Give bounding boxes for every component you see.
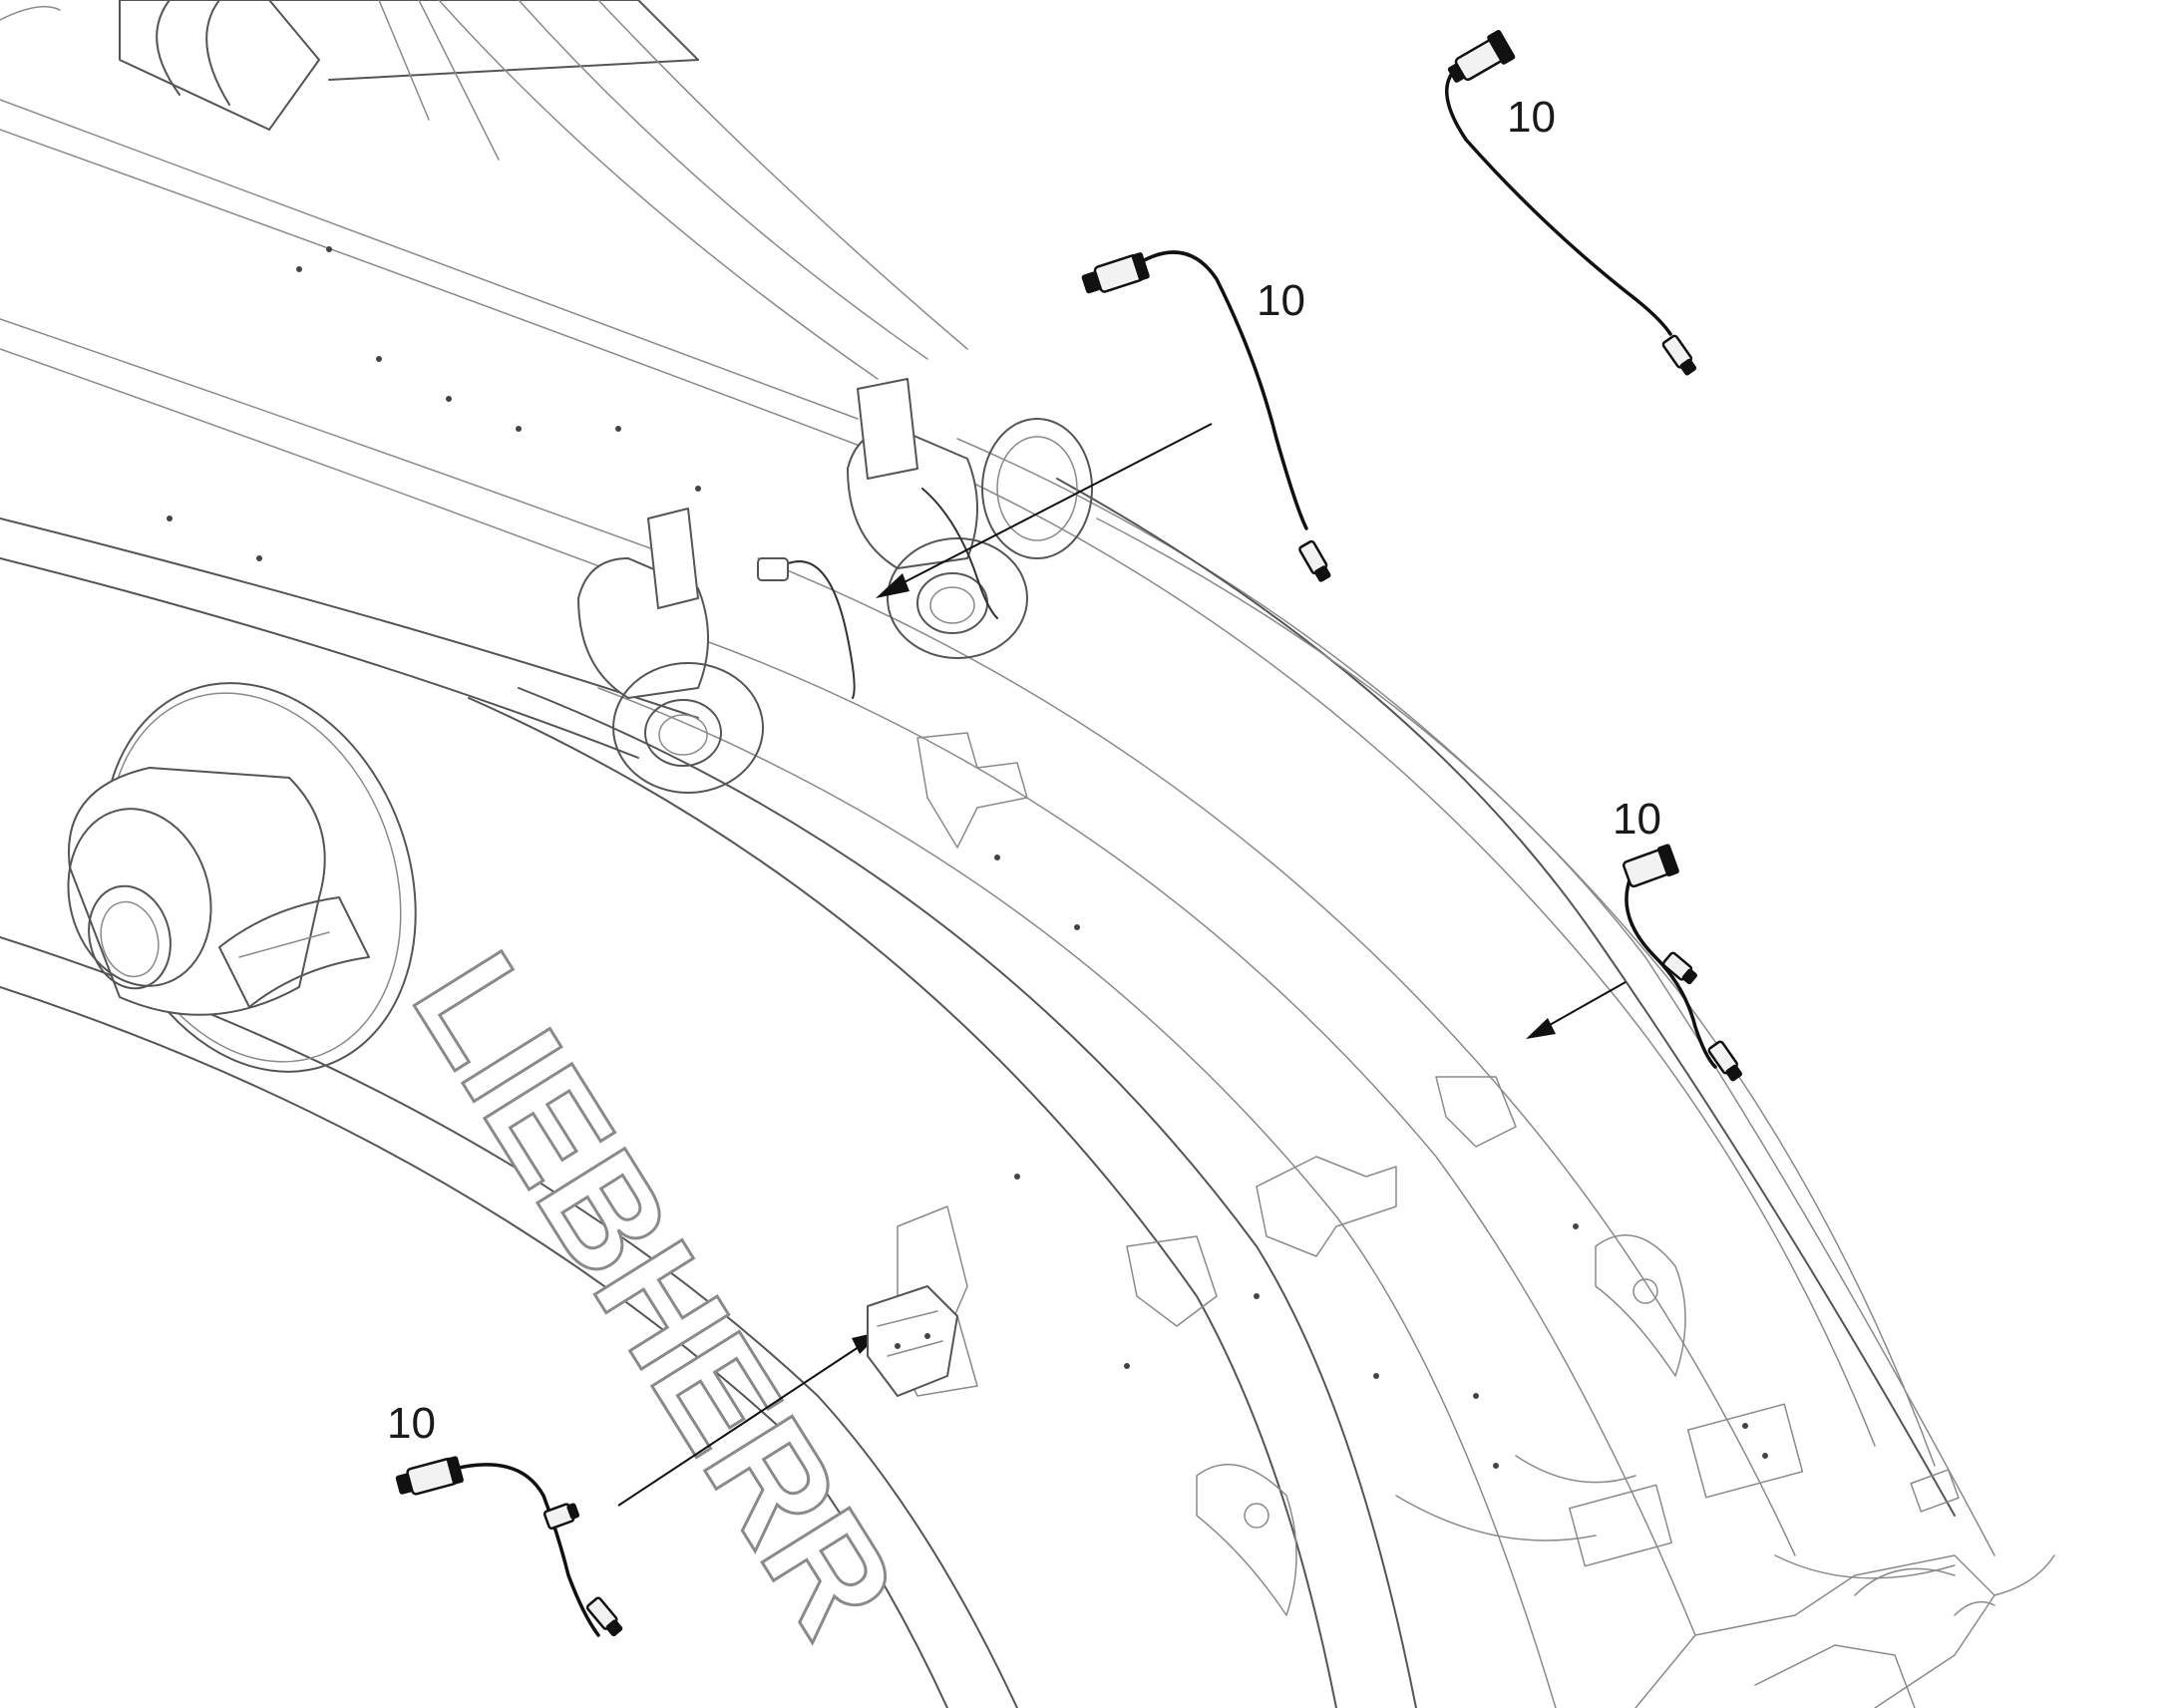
boom-main-body (0, 438, 1996, 1708)
boom-pivot-boss (67, 682, 417, 1073)
callout-label-right: 10 (1613, 795, 1661, 844)
callout-label-top-center: 10 (1257, 276, 1305, 325)
speed-sensor-top-center (1081, 250, 1331, 582)
callout-label-bottom-left: 10 (387, 1399, 436, 1448)
leader-arrow-right (1526, 981, 1627, 1039)
sensor-bracket-installed (867, 1285, 958, 1397)
boom-rails (0, 0, 968, 759)
mounting-brackets (877, 732, 1960, 1616)
speed-sensor-bottom-left (395, 1456, 623, 1637)
logo-lettering: LIEBHERR (382, 925, 929, 1662)
callout-label-top-right: 10 (1507, 93, 1556, 142)
liebherr-logo: LIEBHERR (380, 923, 930, 1663)
leader-arrow-top-center (876, 423, 1213, 598)
boom-foot-structure (1395, 1455, 2055, 1708)
installed-sensor-wire (757, 488, 998, 699)
speed-sensor-right (1622, 844, 1743, 1082)
fastener-dots (167, 246, 1768, 1469)
cylinder-mounts (577, 378, 1093, 794)
boom-assembly-drawing: LIEBHERR (0, 0, 2055, 1708)
hydraulic-cylinder-top (0, 0, 699, 161)
speed-sensor-top-right (1445, 29, 1697, 376)
